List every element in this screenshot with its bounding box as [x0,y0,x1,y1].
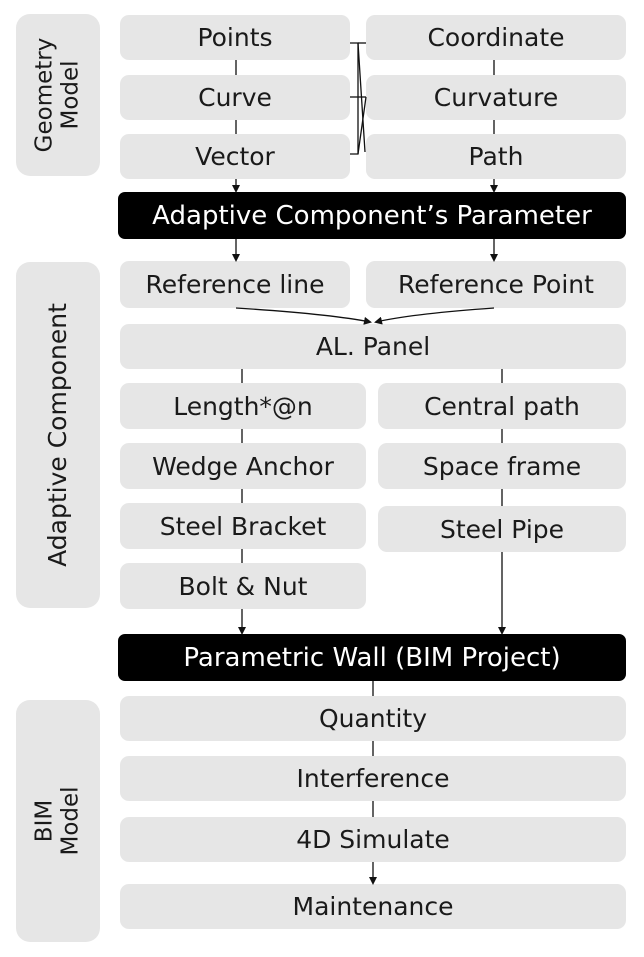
box-length-at-n: Length*@n [120,383,366,429]
box-points: Points [120,15,350,60]
box-reference-point: Reference Point [366,261,626,308]
box-vector: Vector [120,134,350,179]
connector-arrow [235,307,372,325]
box-steel-pipe: Steel Pipe [378,506,626,552]
box-space-frame: Space frame [378,443,626,489]
box-coordinate: Coordinate [366,15,626,60]
box-parametric-wall: Parametric Wall (BIM Project) [118,634,626,681]
box-curvature: Curvature [366,75,626,120]
box-path: Path [366,134,626,179]
box-adaptive-parameter: Adaptive Component’s Parameter [118,192,626,239]
box-steel-bracket: Steel Bracket [120,503,366,549]
section-adaptive-component: Adaptive Component [16,262,100,608]
box-quantity: Quantity [120,696,626,741]
box-maintenance: Maintenance [120,884,626,929]
box-4d-simulate: 4D Simulate [120,817,626,862]
box-wedge-anchor: Wedge Anchor [120,443,366,489]
box-interference: Interference [120,756,626,801]
section-bim-model: BIM Model [16,700,100,942]
box-curve: Curve [120,75,350,120]
box-reference-line: Reference line [120,261,350,308]
box-bolt-and-nut: Bolt & Nut [120,563,366,609]
box-central-path: Central path [378,383,626,429]
box-al-panel: AL. Panel [120,324,626,369]
connector-arrow [374,307,495,325]
section-geometry-model: Geometry Model [16,14,100,176]
